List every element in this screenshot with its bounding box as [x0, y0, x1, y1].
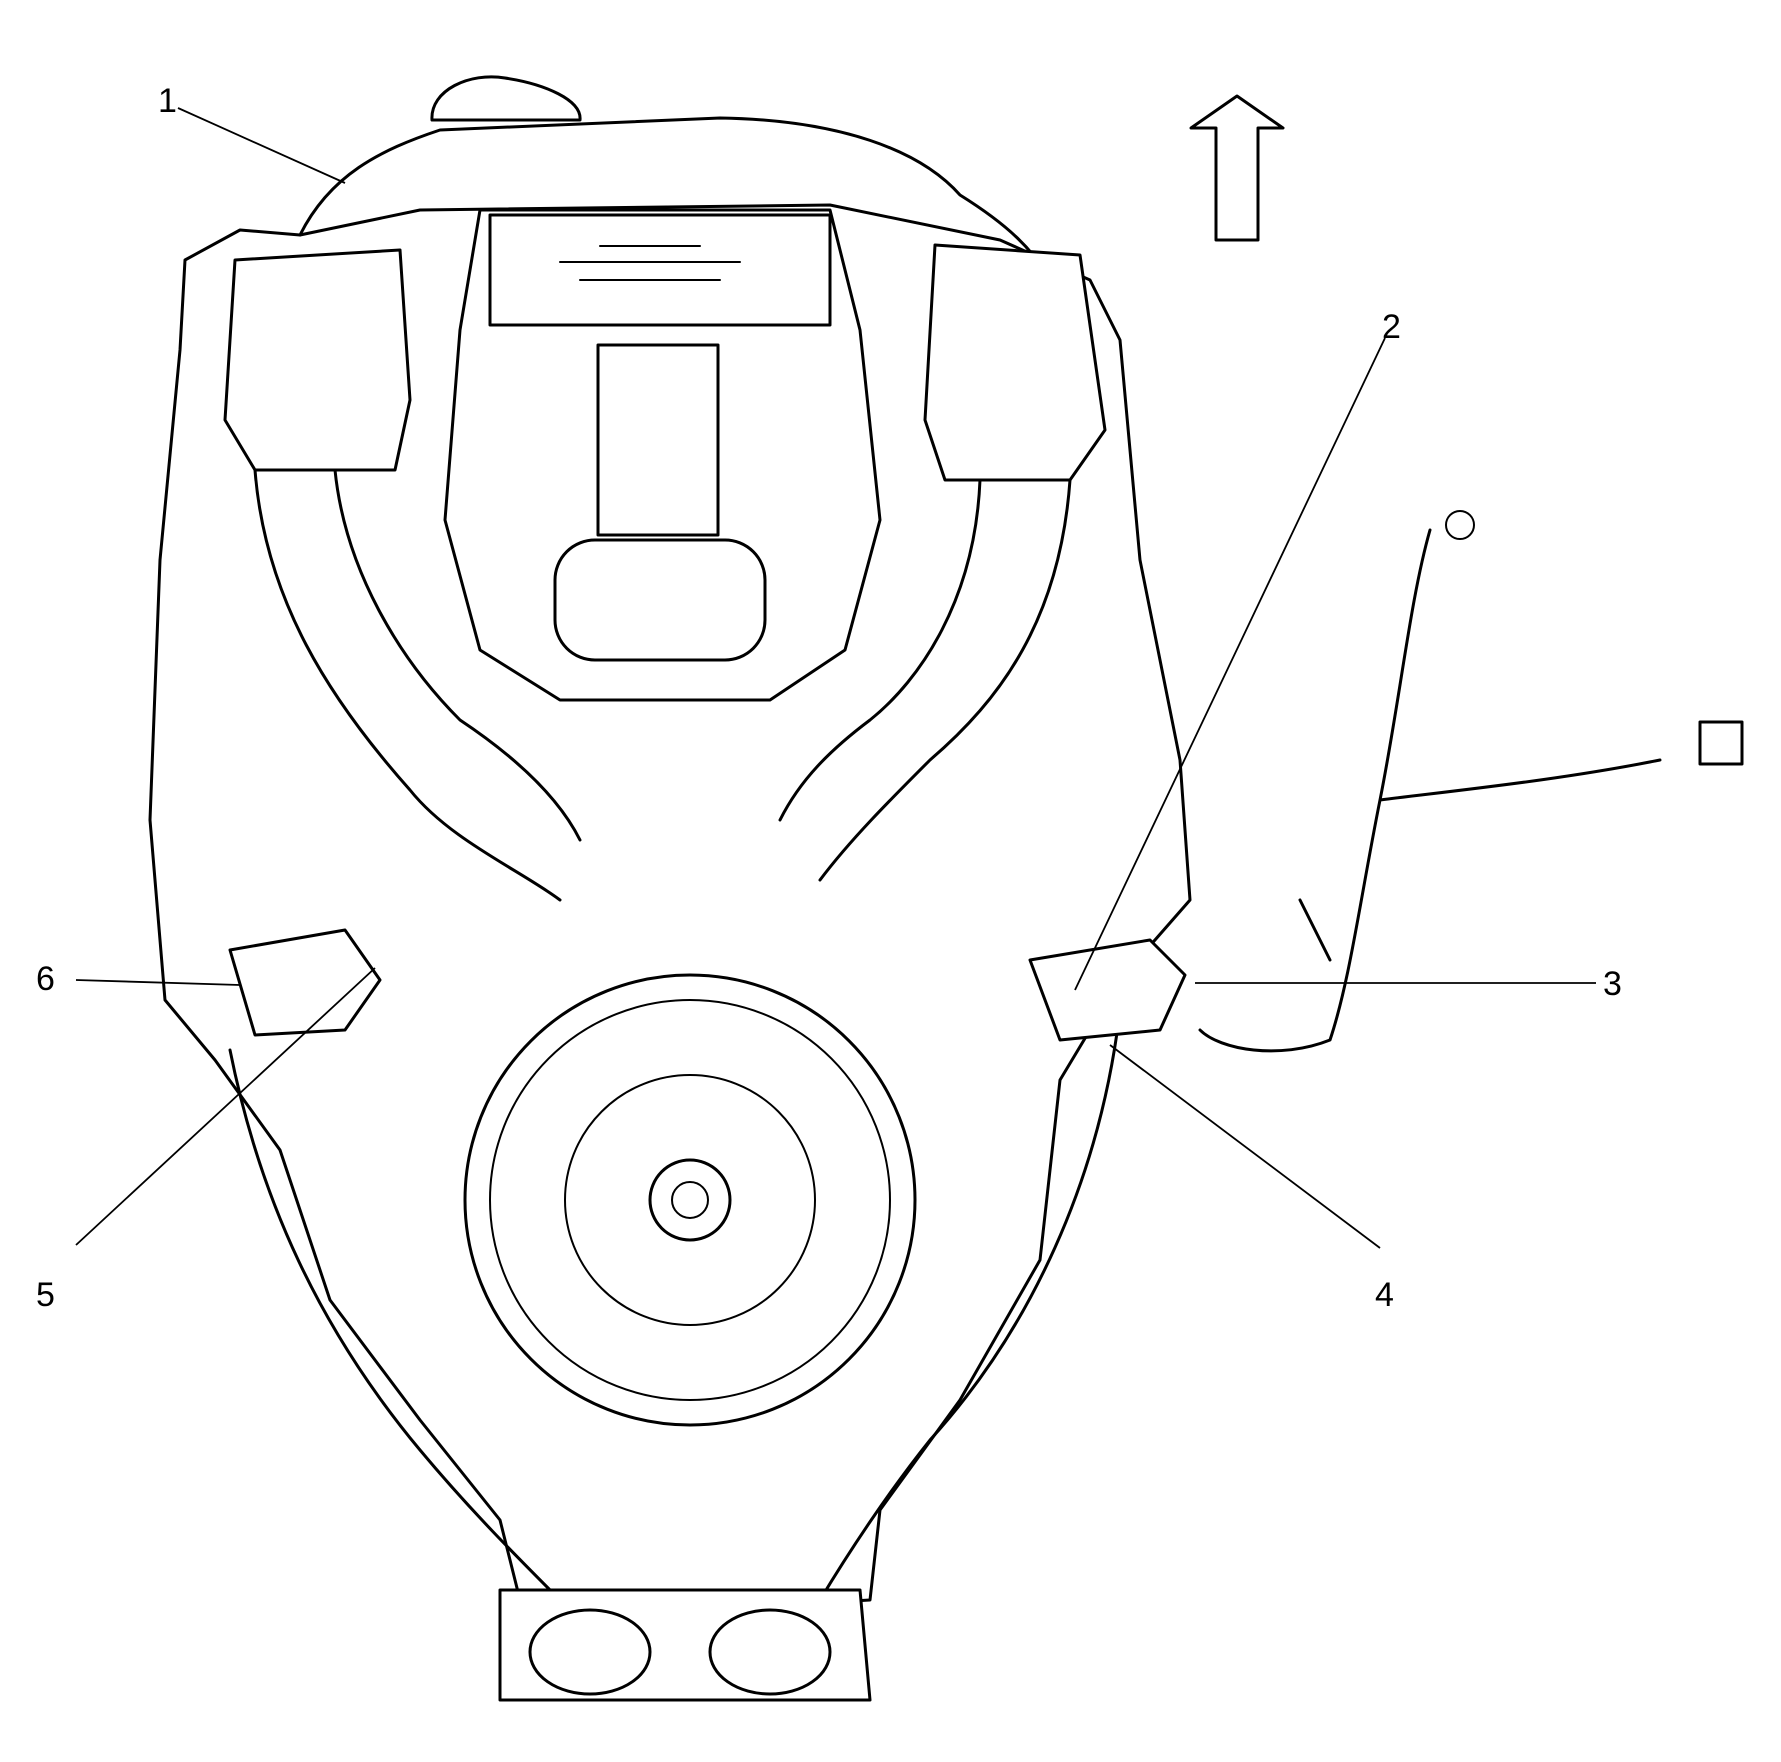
- callout-4: 4: [1375, 1276, 1394, 1314]
- leader-lines: [75, 107, 1596, 1249]
- right-exhaust-pipe: [818, 1008, 1122, 1602]
- right-air-duct: [778, 478, 1072, 882]
- engine-assembly: [148, 75, 1744, 1702]
- wiring-harness: [1198, 528, 1662, 1053]
- exhaust-outlets: [498, 1588, 872, 1702]
- component-bracket: [228, 928, 382, 1037]
- throttle-inlet: [553, 538, 767, 662]
- air-inlet: [430, 75, 582, 122]
- supercharger-cover: [488, 213, 832, 327]
- left-exhaust-pipe: [228, 1048, 562, 1602]
- sensor-bracket: [1028, 938, 1187, 1042]
- left-valve-cover: [223, 248, 412, 472]
- right-valve-cover: [923, 243, 1107, 482]
- left-air-duct: [253, 468, 582, 902]
- engine-block-outline: [148, 203, 1192, 1612]
- harness-connector: [1698, 720, 1744, 766]
- callout-2: 2: [1382, 308, 1401, 346]
- callout-6: 6: [36, 960, 55, 998]
- up-arrow-icon: [1189, 94, 1285, 242]
- callout-1: 1: [158, 82, 177, 120]
- intake-plenum: [298, 116, 1062, 302]
- callout-3: 3: [1603, 965, 1622, 1003]
- callout-5: 5: [36, 1276, 55, 1314]
- supercharger-bracket: [596, 343, 720, 537]
- flywheel: [463, 973, 917, 1427]
